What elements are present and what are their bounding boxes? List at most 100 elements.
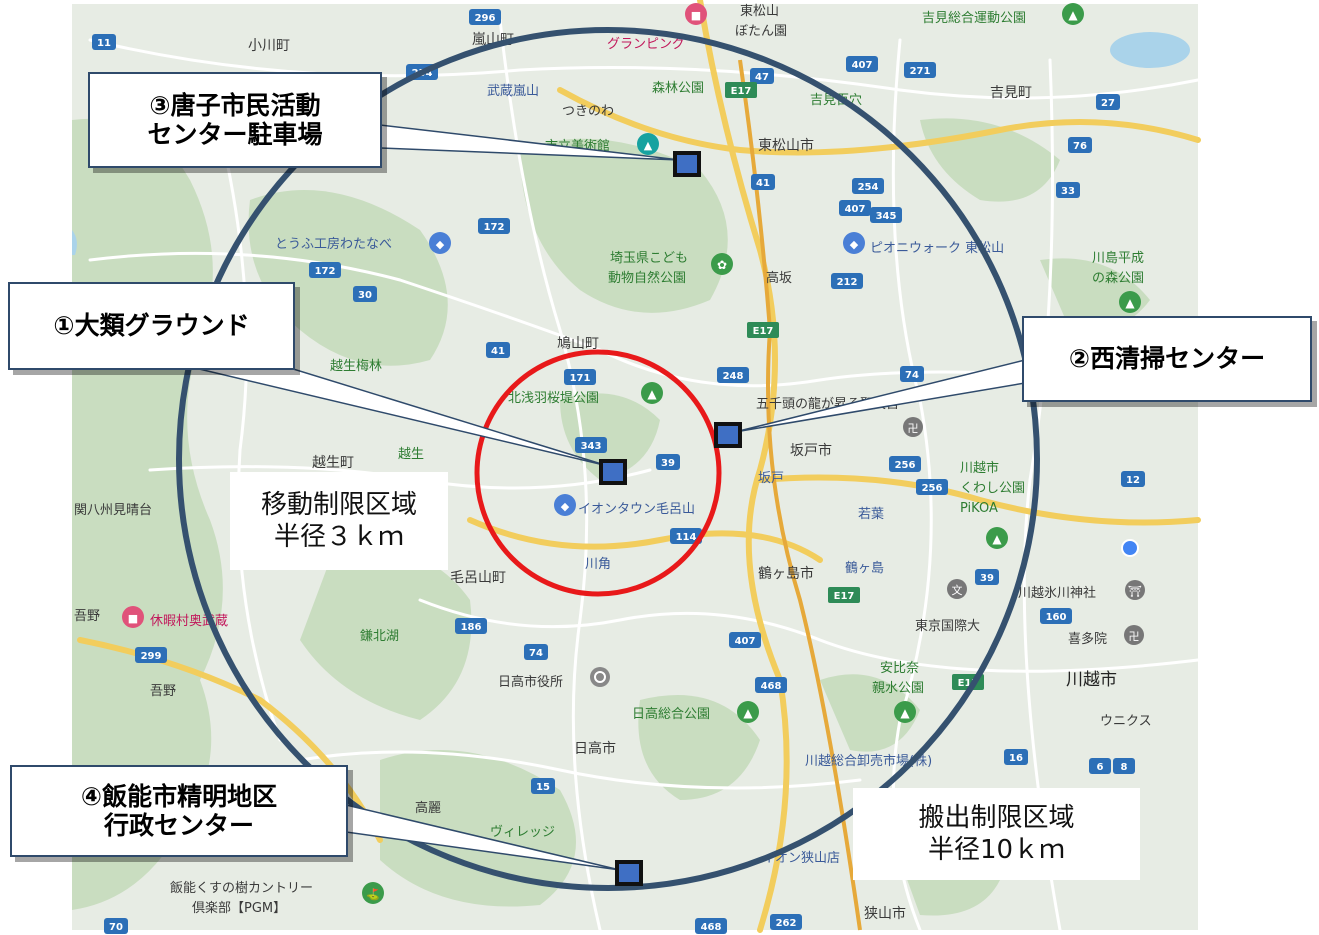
shield-number: 407 [852,60,873,71]
shield-number: 47 [755,72,769,83]
shield-background [852,178,884,194]
route-shield-icon: 30 [353,286,377,302]
shield-number: 407 [845,204,866,215]
shield-background [309,262,341,278]
callout-site4-line1: ④飯能市精明地区 [80,781,278,811]
callout-leaders [194,124,1026,871]
location-dot-icon [1121,539,1139,557]
shield-number: 114 [676,532,697,543]
shield-number: 12 [1126,475,1140,486]
shield-background [104,918,128,934]
route-shield-icon: 186 [455,618,487,634]
map-label: ヴィレッジ [490,824,555,840]
route-shield-icon: 12 [1121,471,1145,487]
map-label: 高麗 [415,800,441,816]
park-pin-icon: ▲ [737,701,759,723]
route-shield-icon: 27 [1096,94,1120,110]
map-label: ウニクス [1100,714,1152,729]
movement-zone-label: 移動制限区域 半径３ｋｍ [230,472,448,570]
shield-number: E17 [731,86,752,97]
svg-text:◆: ◆ [850,238,859,251]
map-label: 北浅羽桜堤公園 [508,391,599,406]
route-shield-icon: 407 [846,56,878,72]
hotel-pin-icon: ■ [122,606,144,628]
svg-text:文: 文 [952,583,963,597]
map-label: 動物自然公園 [608,270,686,286]
major-roads [77,0,1201,933]
marker-site1 [599,459,627,485]
map-label: 川越氷川神社 [1018,585,1096,601]
route-shield-icon: 407 [839,200,871,216]
shield-number: 262 [776,918,797,929]
svg-text:⛳: ⛳ [366,888,380,901]
map-label: 越生 [398,447,424,462]
map-label: くわし公園 [960,481,1025,496]
shield-number: 6 [1097,762,1104,773]
shield-number: 468 [701,922,722,933]
callout-site4: ④飯能市精明地区 行政センター [10,765,348,857]
map-label: 関八州見晴台 [74,503,152,518]
shield-number: 296 [475,13,496,24]
svg-text:卍: 卍 [908,422,919,435]
map-label: ピオニウォーク 東松山 [870,240,1004,256]
callout-site2: ②西清掃センター [1022,316,1312,402]
shield-number: 171 [570,373,591,384]
callout-site1: ①大類グラウンド [8,282,295,370]
shield-background [729,632,761,648]
route-shield-icon: 248 [717,367,749,383]
shield-background [469,9,501,25]
route-shield-icon: 15 [531,778,555,794]
route-shield-icon: 343 [575,437,607,453]
shield-background [575,437,607,453]
shield-background [750,68,774,84]
shield-number: 15 [536,782,550,793]
shield-number: 172 [315,266,336,277]
shield-background [846,56,878,72]
route-shield-icon: 8 [1113,758,1135,774]
shield-background [531,778,555,794]
shrine-pin-icon: ⛩ [1125,580,1145,600]
svg-text:◆: ◆ [436,238,445,251]
shield-number: 345 [876,211,897,222]
callout-site3: ③唐子市民活動 センター駐車場 [88,72,382,168]
route-shield-icon: 468 [755,677,787,693]
svg-text:▲: ▲ [1125,296,1135,310]
shield-background [656,454,680,470]
map-label: 安比奈 [880,661,919,676]
route-shield-icon: 212 [831,273,863,289]
park-pin-icon: ▲ [641,382,663,404]
shield-number: E17 [958,678,979,689]
route-shield-icon: 39 [656,454,680,470]
route-shield-icon: 76 [1068,137,1092,153]
movement-zone-radius: 半径３ｋｍ [273,522,404,552]
map-label: 倶楽部【PGM】 [192,900,286,916]
shield-background [135,647,167,663]
shield-background [478,218,510,234]
water-features [72,32,1190,255]
shield-background [1113,758,1135,774]
map-label: 小川町 [248,38,290,54]
map-label: 越生梅林 [330,359,382,374]
callout-site2-label: ②西清掃センター [1068,344,1266,374]
shopping-pin-icon: ◆ [843,232,865,254]
svg-text:■: ■ [128,612,138,625]
expressway [738,59,862,931]
park-pin-icon: ▲ [894,701,916,723]
map-label: ぼたん園 [735,24,787,39]
map-label: イオンタウン毛呂山 [578,502,695,517]
callout-site3-line2: センター駐車場 [147,120,323,149]
map-label: イオン狭山店 [762,851,840,866]
shield-number: 74 [529,648,543,659]
map-label: 鶴ヶ島市 [758,565,814,582]
shield-background [755,677,787,693]
shield-background [695,918,727,934]
shield-background [839,200,871,216]
route-shield-icon: 171 [564,369,596,385]
shield-background [747,322,779,338]
park-pin-icon: ▲ [986,527,1008,549]
map-label: 毛呂山町 [450,570,506,586]
map-label: 高坂 [766,270,792,286]
map-label: 狭山市 [864,905,906,922]
